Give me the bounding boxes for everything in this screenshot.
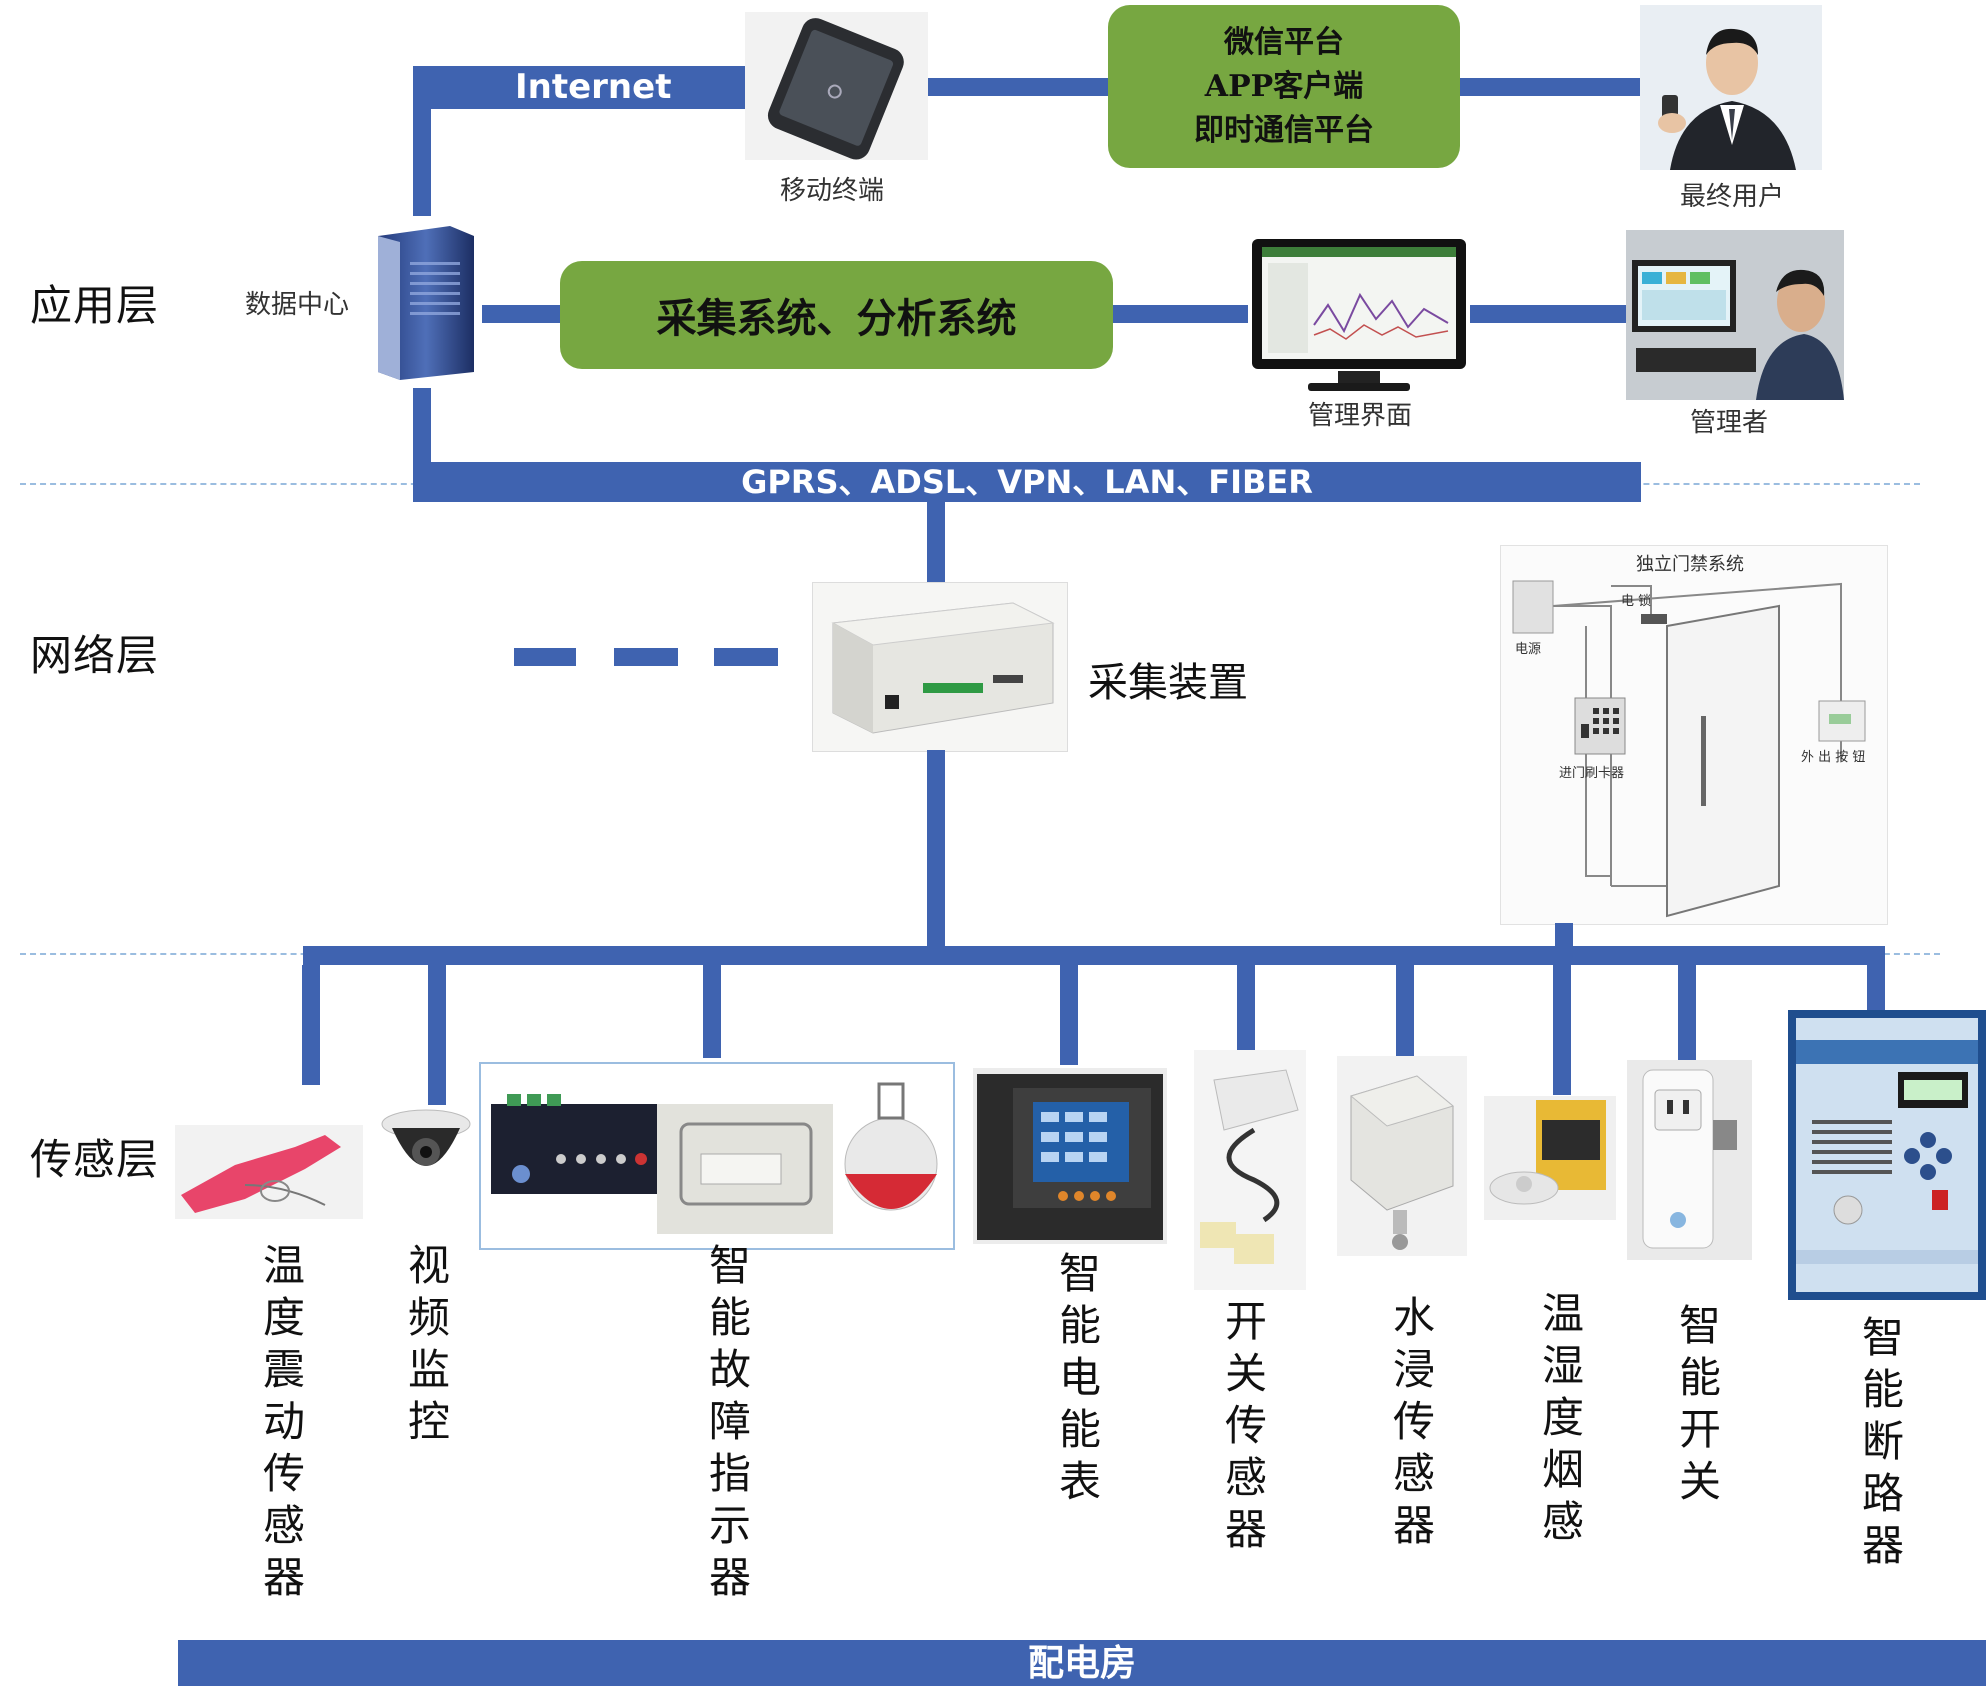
- drop-energy-meter: [1060, 965, 1078, 1065]
- sensor-label-water-sensor: 水浸传感器: [1392, 1293, 1435, 1550]
- temp-humidity-smoke-image: [1484, 1096, 1616, 1220]
- switch-sensor-image: [1194, 1050, 1306, 1290]
- layer-label-network: 网络层: [30, 631, 160, 680]
- manager-caption: 管理者: [1690, 408, 1769, 438]
- distribution-room-label: 配电房: [1027, 1642, 1136, 1684]
- sensor-label-temp-humidity-smoke: 温湿度烟感: [1541, 1289, 1584, 1546]
- sensor-label-smart-switch: 智能开关: [1678, 1301, 1721, 1506]
- smart-breaker-image: [1788, 1010, 1986, 1300]
- temp-vibration-sensor-image: [175, 1125, 363, 1219]
- manager-image: [1626, 230, 1844, 400]
- platform-box: 微信平台 APP客户端 即时通信平台: [1108, 5, 1460, 168]
- access-control-to-bus-vertical: [1555, 923, 1573, 946]
- collector-device-image: [812, 582, 1068, 752]
- fault-indicator-image: [479, 1062, 955, 1250]
- datacenter-bottom-vertical: [413, 388, 431, 470]
- drop-fault-indicator: [703, 965, 721, 1058]
- mobile-to-platform-line: [928, 78, 1108, 96]
- management-ui-monitor-image: [1248, 235, 1470, 395]
- acquisition-system-box: 采集系统、分析系统: [560, 261, 1113, 369]
- sensor-bus-bar: [303, 946, 1885, 965]
- drop-switch-sensor: [1237, 965, 1255, 1050]
- monitor-to-manager-line: [1470, 305, 1626, 323]
- network-dash-3: [714, 648, 778, 666]
- network-bus-bar: [413, 462, 1641, 502]
- smart-switch-image: [1627, 1060, 1752, 1260]
- access-power-label: 电源: [1515, 642, 1542, 657]
- platform-line-1: 微信平台: [1224, 24, 1344, 60]
- sensor-label-temp-vibration: 温度震动传感器: [262, 1241, 305, 1602]
- collector-to-sensor-bus-vertical: [927, 750, 945, 946]
- drop-smart-breaker: [1867, 965, 1885, 1010]
- mobile-terminal-caption: 移动终端: [780, 176, 885, 206]
- access-lock-label: 电 锁: [1621, 594, 1652, 609]
- sensor-label-fault-indicator: 智能故障指示器: [708, 1241, 751, 1602]
- end-user-image: [1640, 5, 1822, 170]
- sensor-label-video: 视频监控: [407, 1241, 450, 1446]
- system-to-monitor-line: [1113, 305, 1248, 323]
- platform-line-3: 即时通信平台: [1194, 112, 1374, 148]
- network-bus-label: GPRS、ADSL、VPN、LAN、FIBER: [741, 463, 1313, 501]
- drop-temp-vibration: [302, 965, 320, 1085]
- end-user-caption: 最终用户: [1680, 182, 1785, 212]
- access-card-reader-label: 进门刷卡器: [1559, 766, 1625, 781]
- water-sensor-image: [1337, 1056, 1467, 1256]
- drop-video: [428, 965, 446, 1105]
- data-center-server-image: [370, 222, 480, 382]
- video-camera-image: [378, 1104, 474, 1196]
- sensor-label-smart-breaker: 智能断路器: [1861, 1313, 1904, 1570]
- access-control-title: 独立门禁系统: [1636, 554, 1744, 575]
- management-ui-caption: 管理界面: [1308, 401, 1413, 431]
- internet-label: Internet: [515, 67, 672, 107]
- drop-water-sensor: [1396, 965, 1414, 1061]
- collector-caption: 采集装置: [1088, 660, 1248, 706]
- distribution-room-bar: [178, 1640, 1986, 1686]
- mobile-terminal-image: [745, 12, 928, 160]
- network-dash-1: [514, 648, 576, 666]
- datacenter-to-system-line: [482, 305, 560, 323]
- platform-to-user-line: [1460, 78, 1640, 96]
- network-dash-2: [614, 648, 678, 666]
- data-center-caption: 数据中心: [245, 290, 350, 320]
- access-exit-button-label: 外 出 按 钮: [1801, 750, 1866, 765]
- access-control-diagram: 独立门禁系统 电源 电 锁 进门刷卡器 外 出 按 钮: [1500, 545, 1888, 925]
- bus-to-collector-vertical: [927, 502, 945, 584]
- sensor-label-energy-meter: 智能电能表: [1058, 1249, 1101, 1506]
- internet-bar: [413, 66, 745, 109]
- internet-vertical: [413, 66, 431, 216]
- layer-label-sensing: 传感层: [30, 1135, 160, 1184]
- sensor-label-switch-sensor: 开关传感器: [1224, 1297, 1267, 1554]
- energy-meter-image: [973, 1068, 1167, 1244]
- drop-smart-switch: [1678, 965, 1696, 1060]
- platform-line-2: APP客户端: [1204, 68, 1364, 104]
- drop-temp-humidity-smoke: [1553, 965, 1571, 1095]
- layer-label-application: 应用层: [30, 281, 160, 330]
